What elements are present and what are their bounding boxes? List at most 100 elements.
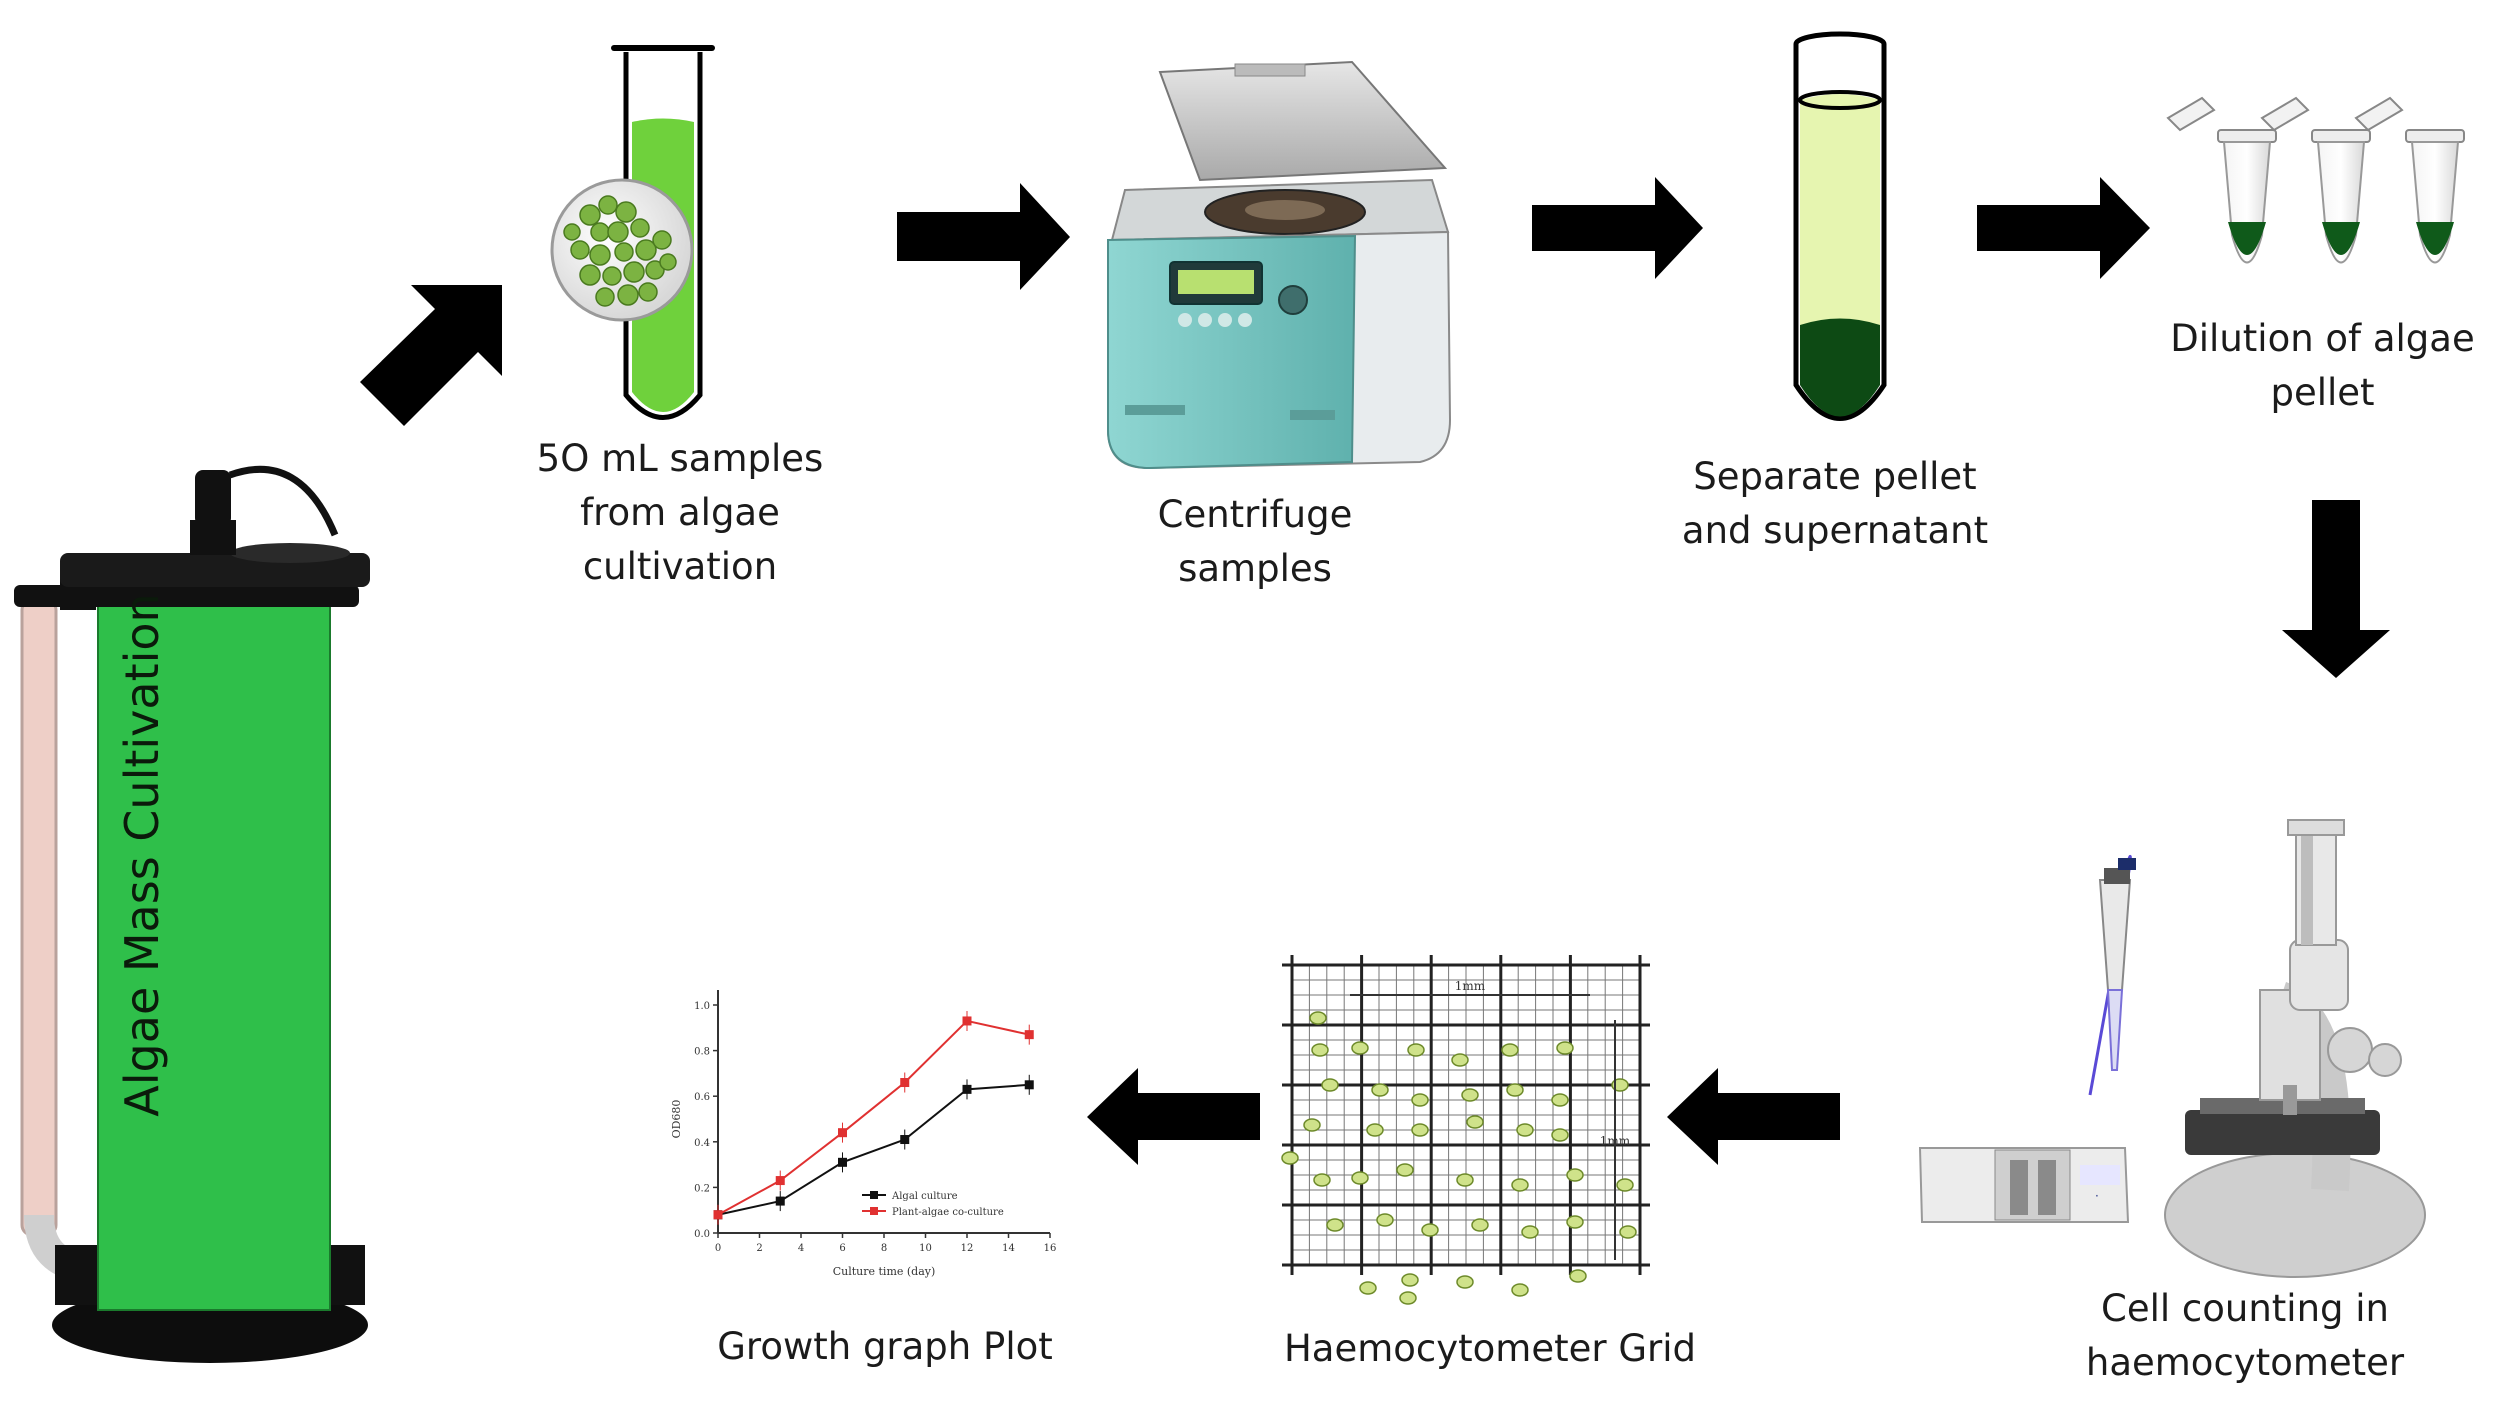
algae-cell xyxy=(1359,1281,1377,1295)
series-line xyxy=(717,1019,1030,1216)
microscope-icon: · xyxy=(1918,819,2426,1278)
algae-cell xyxy=(1501,1043,1519,1057)
y-tick-label: 0.2 xyxy=(694,1183,710,1194)
test-tube-icon xyxy=(550,45,715,420)
x-tick-label: 6 xyxy=(839,1243,845,1254)
algae-cell xyxy=(1516,1123,1534,1137)
x-tick-label: 0 xyxy=(715,1243,721,1254)
pellet-layer xyxy=(1800,318,1880,417)
x-tick-label: 8 xyxy=(881,1243,887,1254)
algae-cell xyxy=(1421,1223,1439,1237)
algae-cell xyxy=(1396,1163,1414,1177)
arrow-to-separate xyxy=(1532,177,1703,279)
algae-cell xyxy=(1326,1218,1344,1232)
arrow-to-grid xyxy=(1667,1068,1840,1165)
step-label-counting: Cell counting in haemocytometer xyxy=(2060,1282,2430,1390)
x-tick-label: 12 xyxy=(961,1243,974,1254)
supernatant-layer xyxy=(1800,94,1880,325)
series-line xyxy=(717,1083,1030,1216)
algae-cell xyxy=(1521,1225,1539,1239)
algae-cell xyxy=(1351,1171,1369,1185)
algae-cell xyxy=(1506,1083,1524,1097)
algae-cell xyxy=(1399,1291,1417,1305)
grid-dimension-side: 1mm xyxy=(1600,1134,1631,1148)
x-tick-label: 2 xyxy=(756,1243,762,1254)
algae-cell xyxy=(1556,1041,1574,1055)
step-label-cultivation: Algae Mass Cultivation xyxy=(115,593,169,1116)
algae-cell xyxy=(1351,1041,1369,1055)
step-label-growth: Growth graph Plot xyxy=(700,1320,1070,1374)
y-tick-label: 0.0 xyxy=(694,1229,710,1240)
x-tick-label: 10 xyxy=(919,1243,932,1254)
y-tick-label: 0.6 xyxy=(694,1092,710,1103)
label-line: Growth graph Plot xyxy=(717,1325,1053,1368)
step-label-separate: Separate pellet and supernatant xyxy=(1650,450,2020,558)
label-line: haemocytometer xyxy=(2085,1341,2405,1384)
algae-cell xyxy=(1551,1093,1569,1107)
label-line: Centrifuge xyxy=(1157,493,1353,536)
algae-cell xyxy=(1451,1053,1469,1067)
algae-cell xyxy=(1566,1215,1584,1229)
algae-cell xyxy=(1511,1178,1529,1192)
algae-cell xyxy=(1376,1213,1394,1227)
label-line: Separate pellet xyxy=(1693,455,1977,498)
algae-cell xyxy=(1321,1078,1339,1092)
algae-cell xyxy=(1313,1173,1331,1187)
arrow-to-growth xyxy=(1087,1068,1260,1165)
pipette-icon xyxy=(2088,855,2136,1096)
step-label-centrifuge: Centrifuge samples xyxy=(1090,488,1420,596)
label-line: Dilution of algae xyxy=(2170,317,2475,360)
algae-cell xyxy=(1619,1225,1637,1239)
algae-cell xyxy=(1461,1088,1479,1102)
x-axis-label: Culture time (day) xyxy=(833,1265,936,1278)
label-line: from algae xyxy=(580,491,780,534)
algae-cell xyxy=(1616,1178,1634,1192)
step-label-dilution: Dilution of algae pellet xyxy=(2150,312,2495,420)
algae-cell xyxy=(1471,1218,1489,1232)
cultivation-column xyxy=(98,590,330,1310)
algae-cell xyxy=(1566,1168,1584,1182)
algae-cell xyxy=(1411,1123,1429,1137)
pellet-tube-icon xyxy=(1793,31,1887,421)
x-tick-label: 4 xyxy=(798,1243,804,1254)
algae-cell xyxy=(1303,1118,1321,1132)
x-tick-label: 14 xyxy=(1002,1243,1015,1254)
algae-cell xyxy=(1456,1275,1474,1289)
label-line: and supernatant xyxy=(1681,509,1989,552)
algae-cell xyxy=(1401,1273,1419,1287)
legend-label: Algal culture xyxy=(891,1191,958,1202)
grid-dimension-top: 1mm xyxy=(1455,979,1486,993)
centrifuge-icon xyxy=(1106,60,1452,470)
label-line: pellet xyxy=(2270,371,2375,414)
algae-cell xyxy=(1311,1043,1329,1057)
arrow-to-sampling xyxy=(360,285,502,426)
step-label-grid: Haemocytometer Grid xyxy=(1280,1322,1700,1376)
algae-cell xyxy=(1309,1011,1327,1025)
photobioreactor-icon xyxy=(14,465,370,1363)
label-line: cultivation xyxy=(582,545,778,588)
y-axis-label: OD680 xyxy=(670,1100,683,1139)
legend-label: Plant-algae co-culture xyxy=(892,1207,1004,1218)
arrow-to-dilution xyxy=(1977,177,2150,279)
algae-cell xyxy=(1466,1115,1484,1129)
algae-cell xyxy=(1511,1283,1529,1297)
y-tick-label: 1.0 xyxy=(694,1001,710,1012)
algae-cell xyxy=(1407,1043,1425,1057)
haemocytometer-slide: · xyxy=(1918,1147,2130,1223)
label-line: 5O mL samples xyxy=(536,437,824,480)
algae-cell xyxy=(1569,1269,1587,1283)
step-label-sampling: 5O mL samples from algae cultivation xyxy=(500,432,860,594)
label-line: samples xyxy=(1178,547,1332,590)
algae-cell xyxy=(1411,1093,1429,1107)
algae-cell xyxy=(1371,1083,1389,1097)
algae-cell xyxy=(1281,1151,1299,1165)
algae-cell xyxy=(1456,1173,1474,1187)
algae-cell xyxy=(1366,1123,1384,1137)
label-line: Haemocytometer Grid xyxy=(1283,1327,1697,1370)
y-tick-label: 0.4 xyxy=(694,1138,710,1149)
svg-text:·: · xyxy=(2095,1189,2099,1203)
y-tick-label: 0.8 xyxy=(694,1047,710,1058)
arrow-to-centrifuge xyxy=(897,183,1070,290)
